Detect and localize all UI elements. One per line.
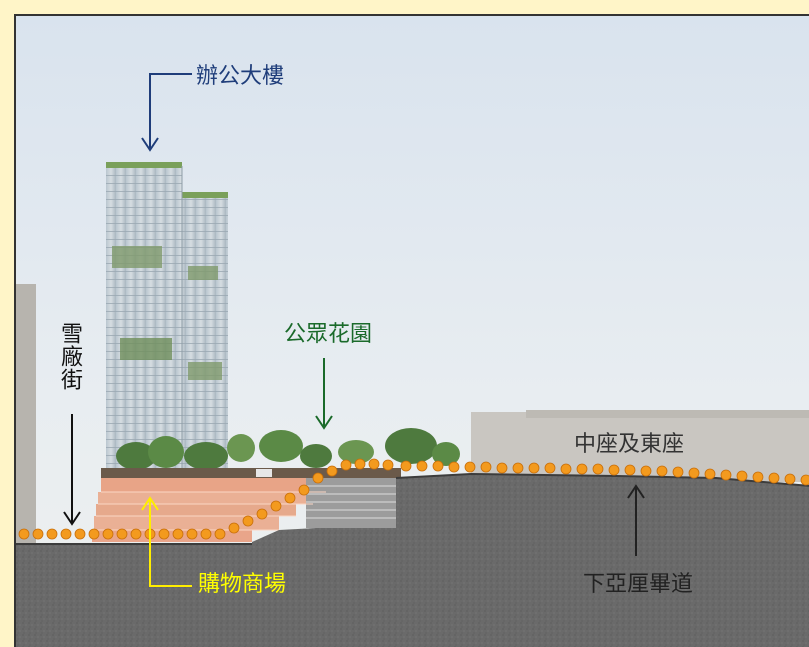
pedestrian-walkway-dots — [18, 458, 809, 540]
center-east-block-label: 中座及東座 — [574, 432, 685, 457]
shopping-mall-pointer — [141, 496, 192, 587]
office-tower-building — [106, 162, 228, 478]
street-label: 雪廠街 — [57, 322, 82, 391]
public-garden-label: 公眾花園 — [284, 322, 373, 347]
center-east-block-building — [471, 412, 809, 482]
street-pointer — [63, 414, 81, 526]
garden-trees — [116, 428, 460, 470]
section-illustration — [16, 16, 809, 647]
site-section-scene: 辦公大樓 公眾花園 雪廠街 購物商場 中座及東座 下亞厘畢道 — [14, 14, 809, 647]
lower-albert-road-pointer — [627, 484, 645, 556]
ground-section — [16, 474, 809, 647]
shopping-mall-label: 購物商場 — [198, 572, 287, 597]
public-garden-pointer — [315, 358, 333, 430]
neighbour-building — [16, 284, 36, 544]
office-tower-pointer — [141, 73, 192, 152]
office-tower-label: 辦公大樓 — [196, 64, 285, 89]
lower-albert-road-label: 下亞厘畢道 — [583, 572, 694, 597]
center-east-block-upper — [526, 410, 809, 418]
